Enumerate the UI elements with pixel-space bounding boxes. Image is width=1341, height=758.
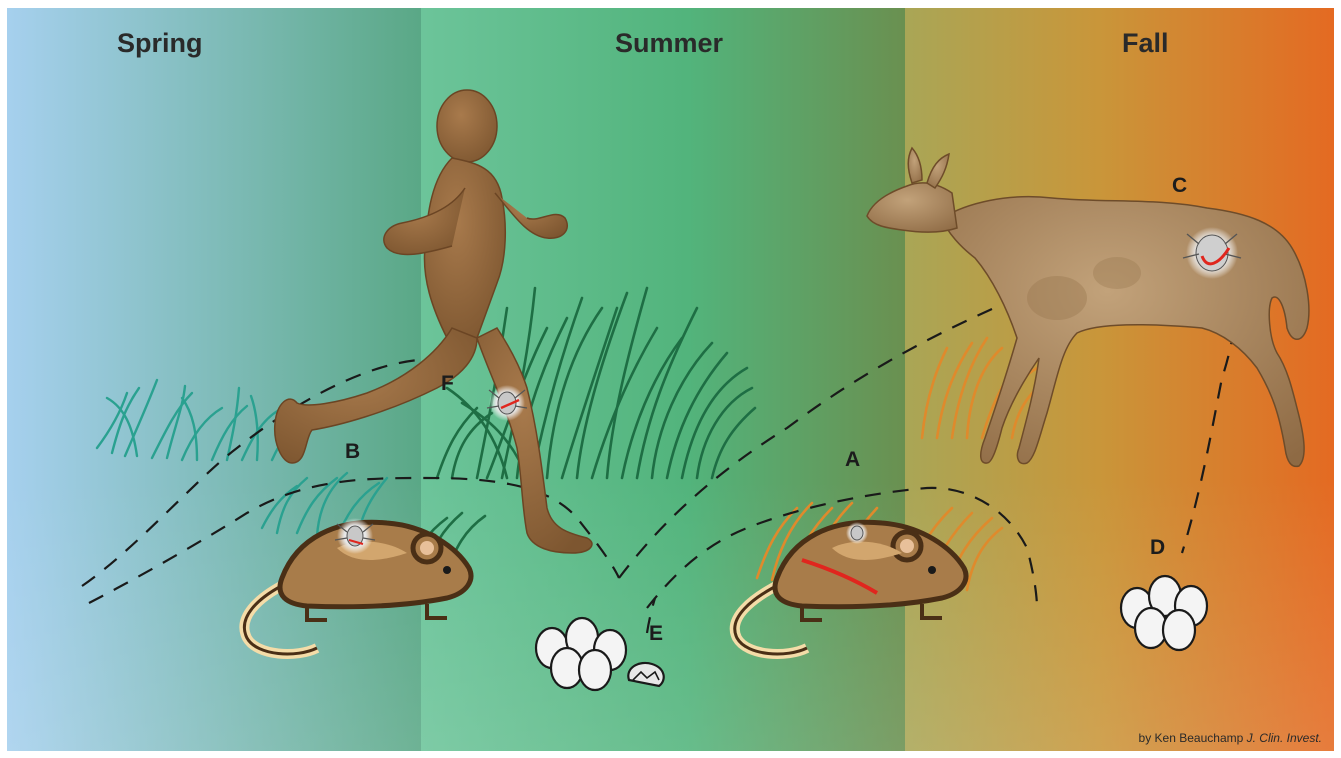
- season-label-summer: Summer: [615, 28, 723, 59]
- credit-author: by Ken Beauchamp: [1139, 731, 1244, 745]
- tick-mouse-summer: [846, 522, 868, 544]
- scene-illustration: [7, 8, 1334, 751]
- marker-c: C: [1172, 174, 1187, 198]
- marker-a: A: [845, 448, 860, 472]
- marker-f: F: [441, 372, 454, 396]
- lifecycle-diagram: Spring Summer Fall A B C D E F by Ken Be…: [7, 8, 1334, 751]
- season-label-spring: Spring: [117, 28, 203, 59]
- marker-d: D: [1150, 536, 1165, 560]
- marker-b: B: [345, 440, 360, 464]
- marker-e: E: [649, 622, 663, 646]
- season-label-fall: Fall: [1122, 28, 1169, 59]
- credit-journal: J. Clin. Invest.: [1247, 731, 1322, 745]
- image-credit: by Ken Beauchamp J. Clin. Invest.: [1139, 731, 1322, 745]
